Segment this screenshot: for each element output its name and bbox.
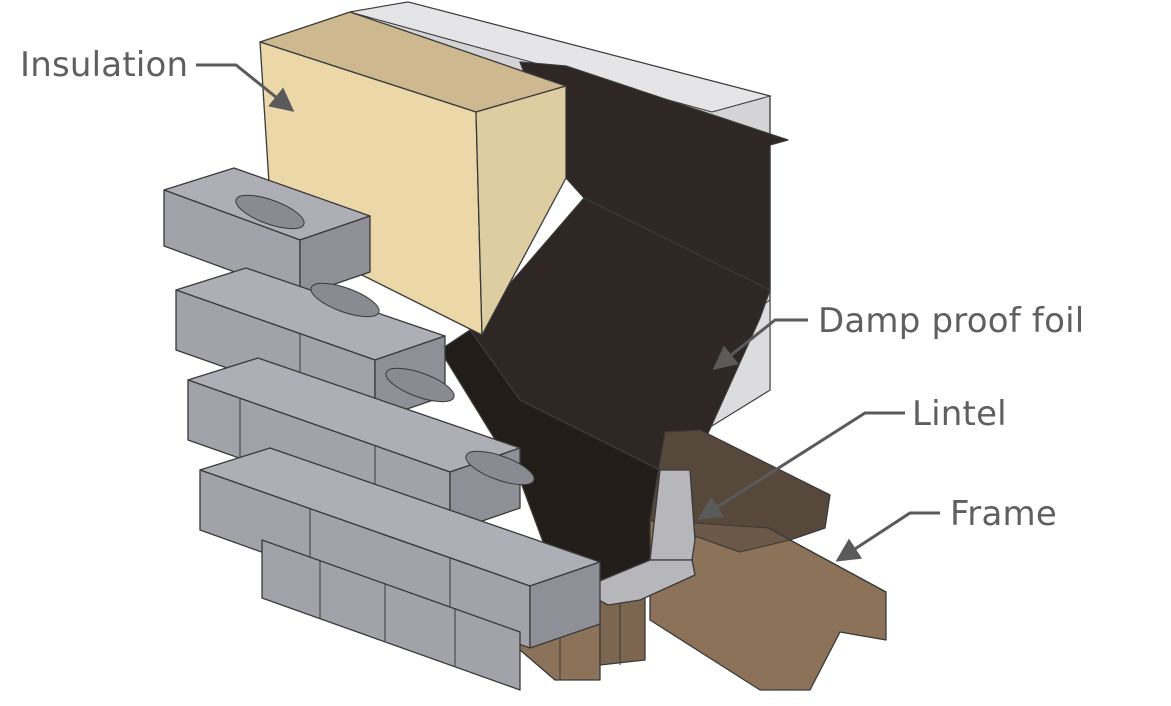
leader-frame xyxy=(835,511,940,562)
leader-damp-proof-foil xyxy=(712,318,808,370)
insulation-block xyxy=(259,11,567,336)
leader-lintel xyxy=(697,411,905,520)
leader-insulation xyxy=(196,63,295,112)
callout-labels: Insulation Damp proof foil Lintel Frame xyxy=(20,45,1084,534)
label-lintel: Lintel xyxy=(912,394,1007,434)
label-damp-proof-foil: Damp proof foil xyxy=(818,301,1084,341)
brick-wall xyxy=(163,167,601,691)
damp-proof-foil xyxy=(439,61,789,586)
label-insulation: Insulation xyxy=(20,45,188,85)
callout-leaders xyxy=(196,63,940,562)
steel-lintel xyxy=(539,469,696,606)
label-frame: Frame xyxy=(950,494,1057,534)
